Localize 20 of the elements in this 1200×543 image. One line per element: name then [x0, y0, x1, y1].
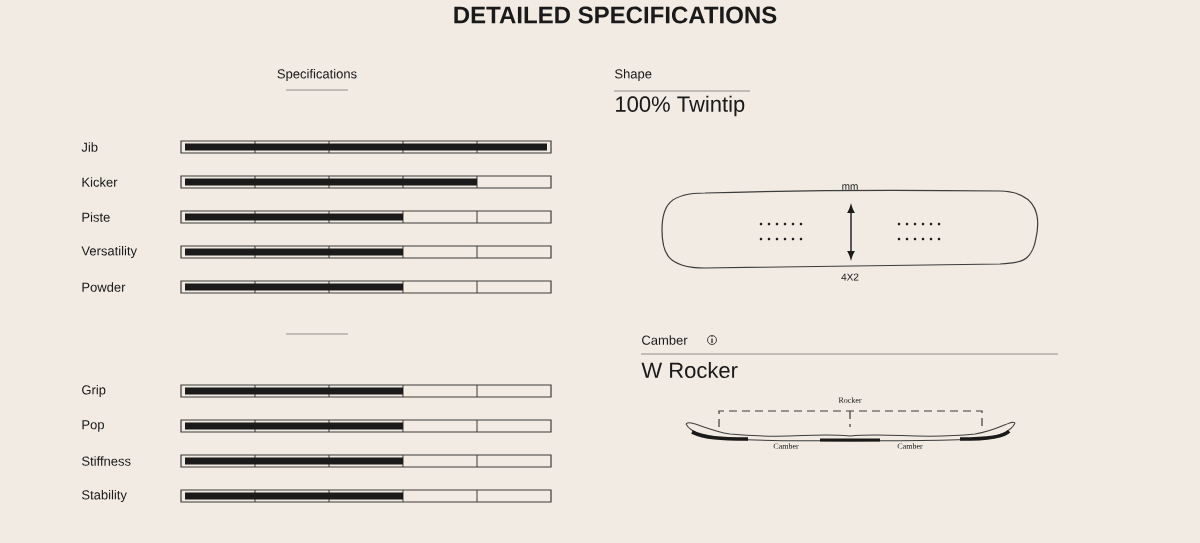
shape-value: 100% Twintip: [616, 95, 745, 117]
rating-label: Stiffness: [82, 456, 131, 466]
profile-label: Camber: [897, 443, 923, 449]
camber-value: W Rocker: [641, 361, 738, 379]
section-heading: Shape: [615, 68, 652, 82]
section-heading: Camber: [642, 335, 688, 345]
rating-label: Piste: [82, 212, 110, 222]
rating-label: Kicker: [82, 177, 118, 187]
rating-label: Jib: [81, 142, 98, 152]
page-title: DETAILED SPECIFICATIONS: [454, 6, 777, 24]
profile-label: Camber: [773, 443, 799, 449]
rating-label: Stability: [82, 489, 127, 503]
section-heading: Specifications: [277, 68, 357, 82]
rating-label: Powder: [82, 282, 126, 292]
rating-label: Versatility: [81, 245, 137, 259]
dimension-label: mm: [842, 184, 858, 190]
profile-label: Rocker: [838, 397, 862, 403]
rating-label: Grip: [82, 384, 106, 398]
dimension-label: 4X2: [841, 273, 859, 281]
rating-label: Pop: [82, 420, 104, 432]
